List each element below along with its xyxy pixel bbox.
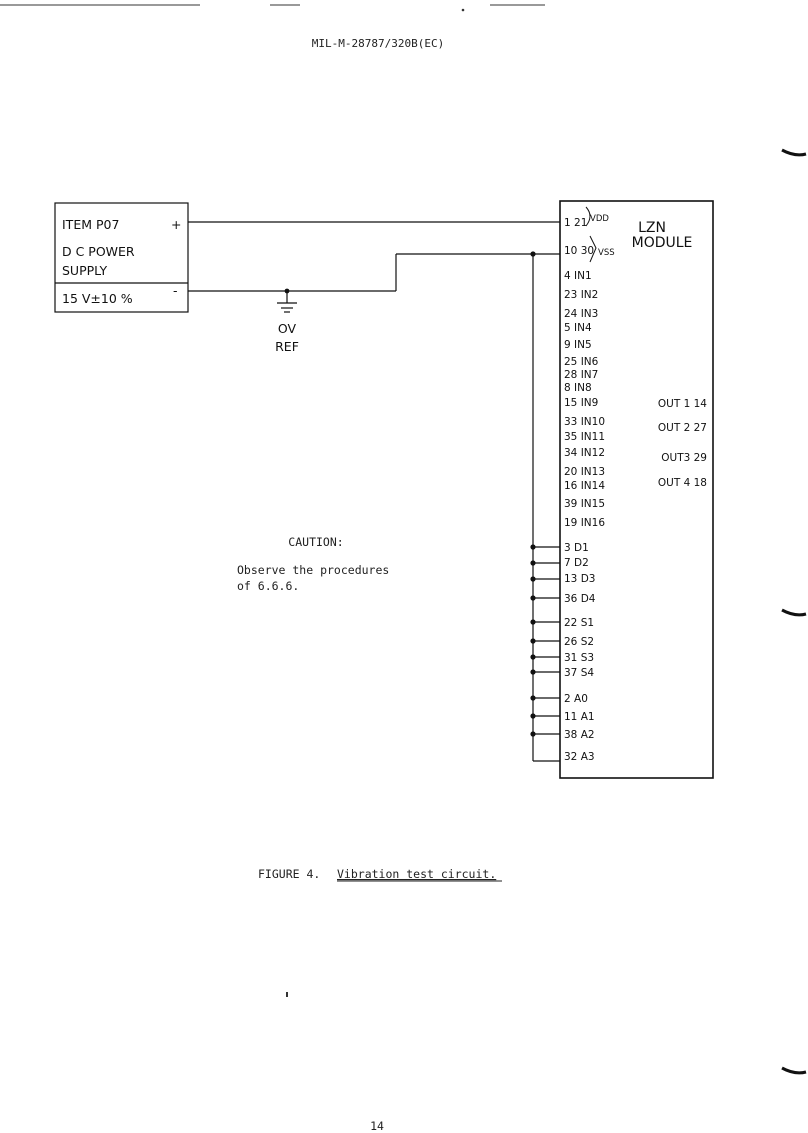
control-pin: 13 D3	[564, 573, 595, 585]
output-pin: OUT3 29	[661, 452, 707, 464]
input-pin: 5 IN4	[564, 322, 592, 334]
control-pin: 22 S1	[564, 617, 594, 629]
plus-terminal-label: +	[171, 217, 181, 232]
control-pin: 32 A3	[564, 751, 595, 763]
output-pin: OUT 4 18	[658, 477, 707, 489]
module-title: MODULE	[632, 235, 693, 251]
power-supply-rating: 15 V±10 %	[62, 291, 133, 306]
input-pin: 20 IN13	[564, 466, 605, 478]
control-pin: 3 D1	[564, 542, 589, 554]
input-pin: 19 IN16	[564, 517, 605, 529]
control-pin: 38 A2	[564, 729, 595, 741]
vdd-pins: 1 21	[564, 217, 587, 229]
control-pin: 37 S4	[564, 667, 594, 679]
binder-mark	[781, 148, 807, 157]
ground-symbol	[277, 288, 297, 313]
figure-title: Vibration test circuit.	[337, 867, 496, 881]
document-id: MIL-M-28787/320B(EC)	[312, 37, 444, 50]
power-supply-box: ITEM P07 D C POWER SUPPLY 15 V±10 % + -	[54, 202, 189, 313]
ground-label: OV	[278, 321, 297, 336]
input-pin: 35 IN11	[564, 431, 605, 443]
input-pin: 23 IN2	[564, 289, 598, 301]
ground-label: REF	[275, 339, 299, 354]
control-pin: 2 A0	[564, 693, 588, 705]
control-pin: 11 A1	[564, 711, 595, 723]
caution-text: Observe the procedures	[237, 563, 389, 577]
control-pin: 26 S2	[564, 636, 594, 648]
vdd-brace	[585, 206, 591, 227]
input-pin: 8 IN8	[564, 382, 592, 394]
output-pin: OUT 2 27	[658, 422, 707, 434]
power-supply-line: SUPPLY	[62, 263, 107, 278]
binder-mark	[781, 1066, 807, 1075]
lzn-module-box	[559, 200, 714, 779]
input-pin: 16 IN14	[564, 480, 605, 492]
control-tie-lines	[530, 544, 560, 737]
input-pin: 39 IN15	[564, 498, 605, 510]
figure-number: FIGURE 4.	[258, 867, 320, 881]
scan-mark	[286, 992, 288, 997]
page-number: 14	[370, 1119, 384, 1133]
input-pin-list: 4 IN1 23 IN2 24 IN3 5 IN4 9 IN5 25 IN6 2…	[564, 270, 605, 529]
vss-label: VSS	[598, 248, 615, 258]
control-pin-list: 3 D1 7 D2 13 D3 36 D4 22 S1 26 S2 31 S3 …	[564, 542, 596, 763]
input-pin: 15 IN9	[564, 397, 598, 409]
control-pin: 31 S3	[564, 652, 594, 664]
output-pin: OUT 1 14	[658, 398, 707, 410]
input-pin: 24 IN3	[564, 308, 598, 320]
vss-pins: 10 30	[564, 245, 594, 257]
control-pin: 7 D2	[564, 557, 589, 569]
control-pin: 36 D4	[564, 593, 596, 605]
input-pin: 9 IN5	[564, 339, 592, 351]
input-pin: 28 IN7	[564, 369, 598, 381]
vdd-label: VDD	[590, 214, 609, 224]
minus-terminal-label: -	[173, 283, 178, 298]
input-pin: 34 IN12	[564, 447, 605, 459]
caution-title: CAUTION:	[288, 535, 343, 549]
output-pin-list: OUT 1 14 OUT 2 27 OUT3 29 OUT 4 18	[658, 398, 707, 489]
input-pin: 4 IN1	[564, 270, 592, 282]
input-pin: 25 IN6	[564, 356, 599, 368]
power-supply-line: D C POWER	[62, 244, 135, 259]
module-title: LZN	[638, 220, 666, 236]
binder-mark	[781, 608, 807, 617]
scan-mark	[461, 8, 465, 12]
power-supply-line: ITEM P07	[62, 217, 119, 232]
caution-text: of 6.6.6.	[237, 579, 299, 593]
vss-brace	[589, 235, 597, 263]
input-pin: 33 IN10	[564, 416, 605, 428]
